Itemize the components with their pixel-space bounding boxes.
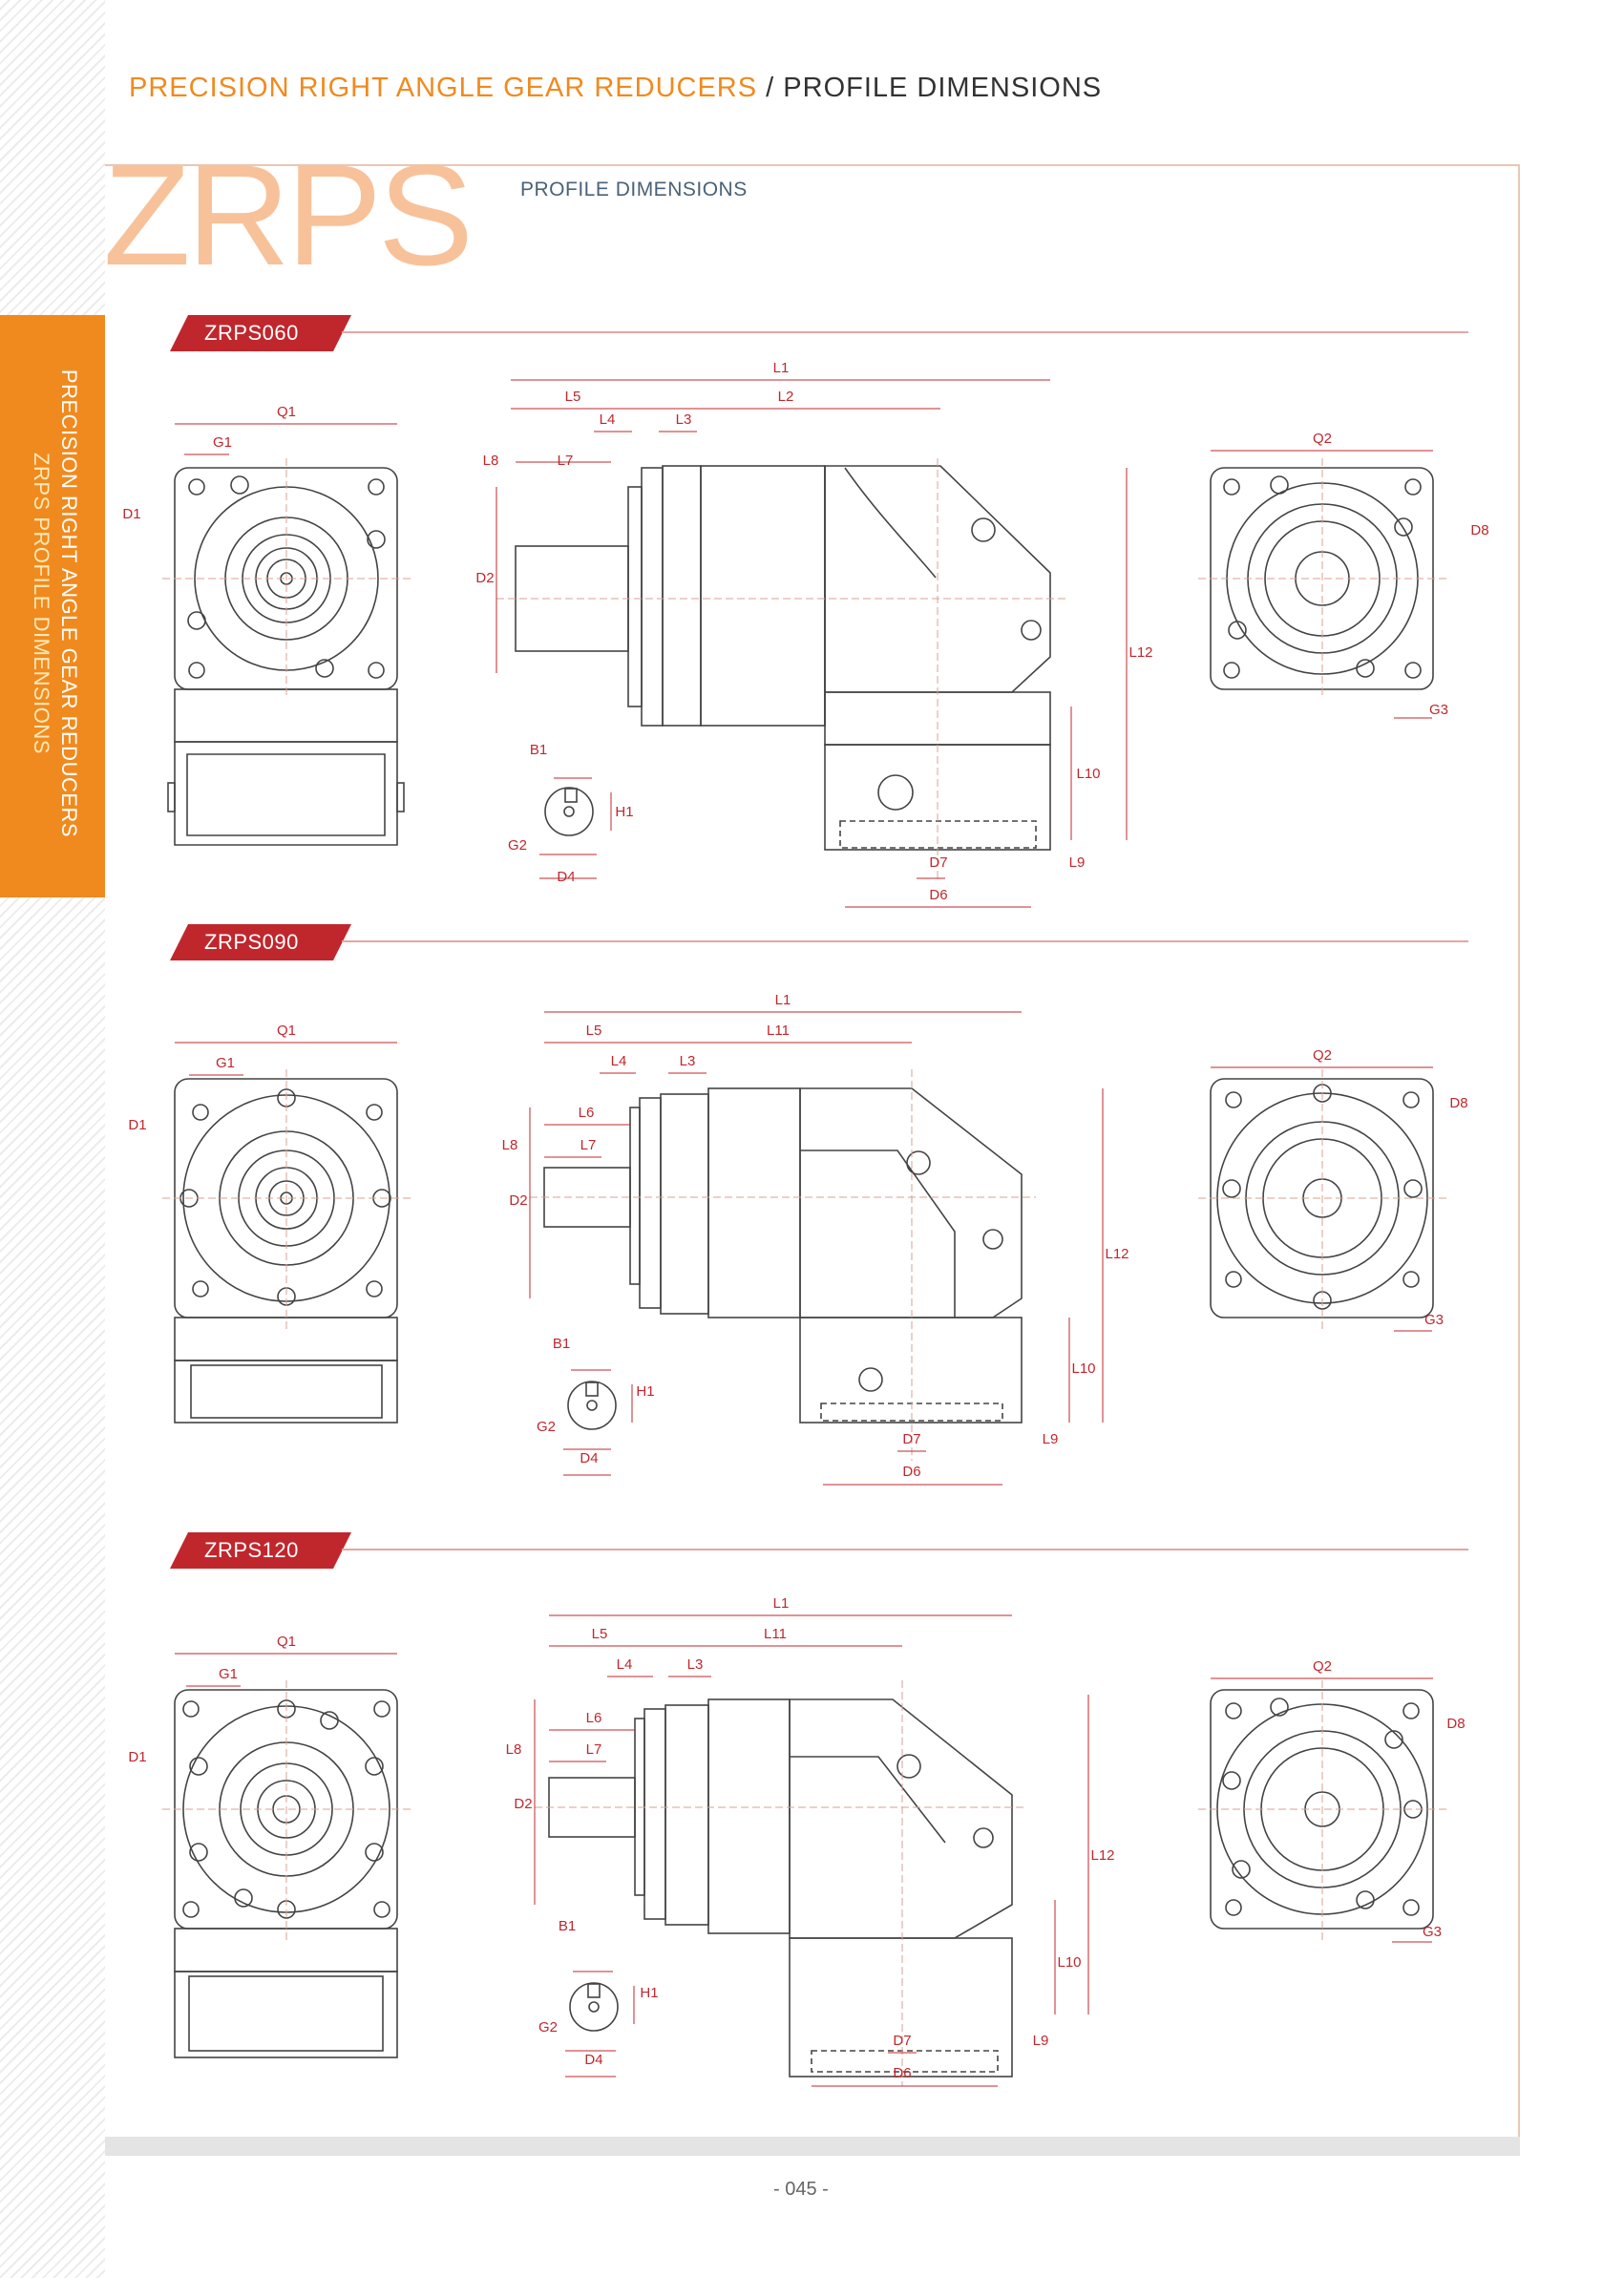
page-number: - 045 - <box>773 2179 829 2200</box>
logo-subtitle: PROFILE DIMENSIONS <box>520 179 748 200</box>
dim-label: L11 <box>767 1023 790 1039</box>
dim-label: G3 <box>1423 1924 1442 1940</box>
dim-label: L6 <box>586 1710 602 1726</box>
dim-label: D2 <box>509 1192 527 1209</box>
dim-label: Q2 <box>1313 1047 1332 1064</box>
dim-label: L3 <box>676 411 692 428</box>
dim-label: L9 <box>1069 854 1086 871</box>
dim-label: D7 <box>902 1431 920 1447</box>
dim-label: H1 <box>640 1985 658 2001</box>
dim-label: D8 <box>1446 1716 1465 1732</box>
model-badge-090: ZRPS090 <box>170 924 351 960</box>
dim-label: G3 <box>1429 702 1448 718</box>
dim-label: D2 <box>514 1796 532 1812</box>
dim-label: D6 <box>902 1464 920 1480</box>
dim-label: G2 <box>537 1419 556 1435</box>
dim-label: G1 <box>219 1666 238 1682</box>
model-badge-060: ZRPS060 <box>170 315 351 351</box>
model-name: ZRPS120 <box>204 1538 299 1562</box>
dim-label: H1 <box>615 804 633 820</box>
dim-label: L1 <box>773 360 790 376</box>
dim-label: L5 <box>592 1626 608 1642</box>
dim-label: L11 <box>764 1626 787 1642</box>
dim-label: L6 <box>579 1105 595 1121</box>
dim-label: L12 <box>1105 1246 1128 1262</box>
dim-label: D8 <box>1470 522 1488 538</box>
dim-label: G2 <box>538 2019 558 2035</box>
dim-label: L4 <box>600 411 616 428</box>
dim-label: G3 <box>1424 1312 1444 1328</box>
dim-label: Q1 <box>277 404 296 420</box>
dim-label: Q1 <box>277 1634 296 1650</box>
logo: ZRPS <box>103 135 474 295</box>
dim-label: D1 <box>128 1117 146 1133</box>
dim-label: L9 <box>1043 1431 1059 1447</box>
dim-label: L12 <box>1128 644 1152 661</box>
zrps120-drawing: Q1 G1 D1 L1 L5 L11 L4 L3 L6 L8 L7 D2 L12… <box>128 1595 1466 2087</box>
dim-label: G2 <box>508 837 527 854</box>
dim-label: L7 <box>586 1741 602 1758</box>
dim-label: L9 <box>1033 2033 1049 2049</box>
model-badge-120: ZRPS120 <box>170 1532 351 1569</box>
dim-label: L4 <box>617 1656 633 1673</box>
dim-label: L7 <box>558 453 574 469</box>
zrps060-drawing: Q1 G1 D1 L1 L5 L2 L4 L3 L8 L7 D2 L12 L10… <box>122 360 1489 908</box>
dim-label: L5 <box>586 1023 602 1039</box>
header-separator: / <box>766 73 775 103</box>
dim-label: D4 <box>580 1450 598 1466</box>
dim-label: D7 <box>893 2033 911 2049</box>
dim-label: L10 <box>1076 766 1100 782</box>
section-divider <box>342 331 1468 333</box>
dim-label: D4 <box>557 869 575 885</box>
dim-label: Q1 <box>277 1023 296 1039</box>
bottom-band <box>105 2137 1520 2156</box>
header-series: PRECISION RIGHT ANGLE GEAR REDUCERS <box>129 73 758 103</box>
dim-label: D7 <box>929 854 947 871</box>
dim-label: B1 <box>530 742 547 758</box>
dim-label: D2 <box>475 570 494 586</box>
dim-label: L5 <box>565 389 581 405</box>
dim-label: L3 <box>680 1053 696 1069</box>
section-divider <box>342 1549 1468 1550</box>
dim-label: G1 <box>216 1055 235 1071</box>
dim-label: D1 <box>122 506 140 522</box>
dim-label: L8 <box>502 1137 518 1153</box>
dim-label: D6 <box>893 2065 911 2081</box>
dim-label: D8 <box>1449 1095 1467 1111</box>
dim-label: L10 <box>1071 1360 1095 1377</box>
dim-label: L2 <box>778 389 794 405</box>
page-header: PRECISION RIGHT ANGLE GEAR REDUCERS / PR… <box>129 73 1102 104</box>
dim-label: D1 <box>128 1749 146 1765</box>
dim-label: L8 <box>483 453 499 469</box>
model-name: ZRPS060 <box>204 321 299 345</box>
header-page-title: PROFILE DIMENSIONS <box>783 73 1103 103</box>
dim-label: L4 <box>611 1053 627 1069</box>
dim-label: B1 <box>553 1336 570 1352</box>
dim-label: B1 <box>559 1918 576 1934</box>
dim-label: L12 <box>1090 1847 1114 1864</box>
dim-label: L1 <box>775 992 791 1008</box>
dim-label: L3 <box>687 1656 704 1673</box>
dim-label: H1 <box>636 1383 654 1400</box>
dim-label: G1 <box>213 434 232 451</box>
dim-label: D6 <box>929 887 947 903</box>
dim-label: Q2 <box>1313 431 1332 447</box>
side-tab <box>0 315 105 897</box>
dim-label: L7 <box>580 1137 597 1153</box>
zrps090-drawing: Q1 G1 D1 L1 L5 L11 L4 L3 L6 L8 L7 D2 L12… <box>128 992 1468 1486</box>
dim-label: D4 <box>584 2052 602 2068</box>
dim-label: L8 <box>506 1741 522 1758</box>
dim-label: L1 <box>773 1595 790 1612</box>
model-name: ZRPS090 <box>204 930 299 954</box>
section-divider <box>342 940 1468 942</box>
dim-label: Q2 <box>1313 1658 1332 1675</box>
dim-label: L10 <box>1057 1954 1081 1971</box>
